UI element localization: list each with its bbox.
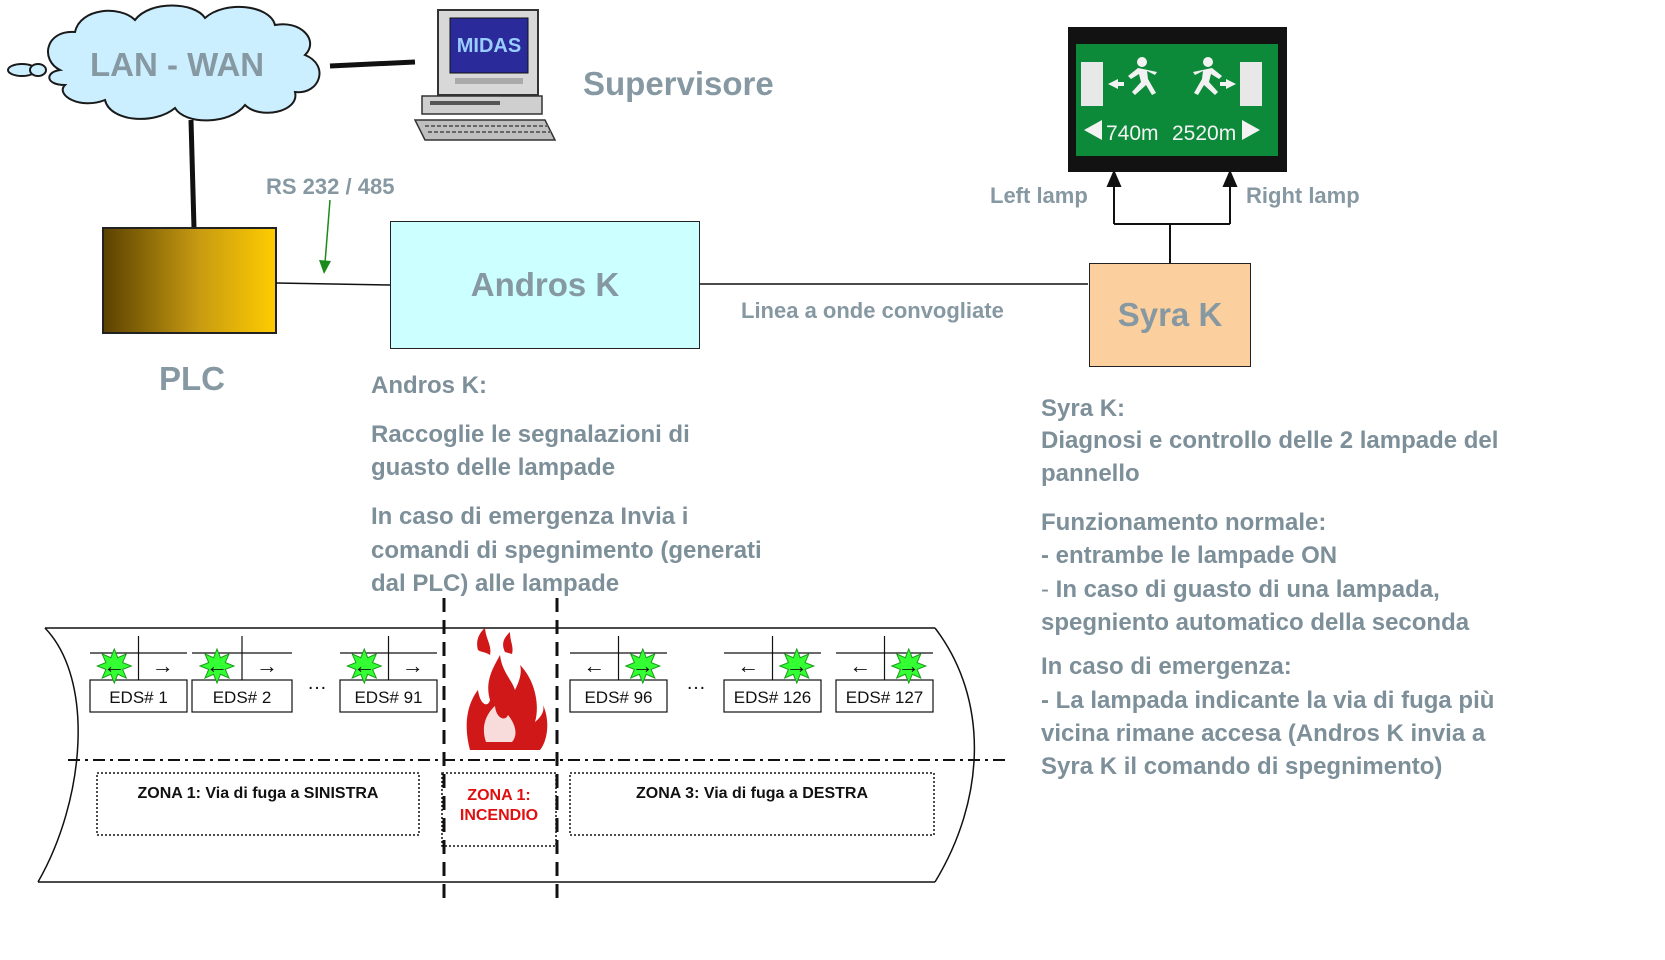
sign-left-arrow-icon [1084, 120, 1102, 140]
eds-unit: EDS# 2 ← → [191, 636, 293, 713]
syra-desc-line7: In caso di emergenza: [1041, 653, 1292, 680]
arrow-left-icon: ← [103, 653, 125, 678]
eds-unit: EDS# 126 ← → [723, 636, 822, 713]
lamp-on-icon [345, 647, 383, 685]
arrow-right-icon: → [632, 653, 654, 678]
left-lamp-label: Left lamp [990, 183, 1088, 208]
andros-desc-title: Andros K: [371, 372, 487, 399]
right-lamp-label: Right lamp [1246, 183, 1360, 208]
arrow-left-icon: ← [849, 653, 871, 678]
arrow-right-icon: → [402, 653, 424, 678]
syra-box-label: Syra K [1117, 296, 1223, 333]
lamp-on-icon [890, 647, 928, 685]
syra-desc-line6: spegniento automatico della seconda [1041, 609, 1470, 636]
syra-desc-line5-text: In caso di guasto di una lampada, [1049, 576, 1440, 603]
computer-icon: MIDAS [413, 9, 557, 141]
syra-desc-title: Syra K: [1041, 395, 1126, 422]
fire-highlight [483, 706, 516, 742]
eds-unit: EDS# 127 ← → [835, 636, 934, 713]
andros-desc-p2-line2: comandi di spegnimento (generati [371, 537, 762, 564]
eds-label-box [835, 679, 934, 713]
sign-right-arrow-icon [1242, 120, 1260, 140]
arrow-left-icon: ← [737, 653, 759, 678]
eds-units: EDS# 1←→EDS# 2←→EDS# 91←→EDS# 96←→EDS# 1… [89, 636, 934, 713]
eds-label: EDS# 2 [213, 688, 272, 707]
arrow-right-icon: → [898, 653, 920, 678]
supervisor-label: Supervisore [583, 65, 774, 102]
rs-arrow-icon [319, 199, 331, 274]
andros-desc-p2-line3: dal PLC) alle lampade [371, 570, 620, 597]
andros-desc-p1-line2: guasto delle lampade [371, 454, 616, 481]
sign-left-distance: 740m [1106, 122, 1159, 145]
cloud-label: LAN - WAN [90, 46, 265, 83]
eds-label-box [569, 679, 668, 713]
plc-andros-link [275, 282, 391, 286]
arrow-left-icon: ← [583, 653, 605, 678]
cloud-icon [7, 4, 321, 122]
plc-box [102, 227, 277, 334]
cloud-plc-link [188, 119, 197, 229]
lamp-on-icon [624, 647, 662, 685]
zone-fire-label-line2: INCENDIO [459, 807, 539, 824]
syra-desc-line2: pannello [1041, 460, 1140, 487]
zone-right-label: ZONA 3: Via di fuga a DESTRA [635, 785, 869, 802]
zone-left-label: ZONA 1: Via di fuga a SINISTRA [137, 785, 379, 802]
syra-desc-line10: Syra K il comando di spegnimento) [1041, 753, 1443, 780]
andros-desc-p1-line1: Raccoglie le segnalazioni di [371, 421, 690, 448]
eds-label: EDS# 126 [734, 688, 812, 707]
eds-label: EDS# 91 [354, 688, 422, 707]
syra-desc-line8: - La lampada indicante la via di fuga pi… [1041, 687, 1495, 714]
exit-sign: 740m 2520m [1068, 27, 1287, 172]
zone-fire-label-line1: ZONA 1: [467, 787, 531, 804]
syra-desc-line5: - In caso di guasto di una lampada, [1041, 573, 1440, 606]
eds-unit: EDS# 96 ← → [569, 636, 668, 713]
zone-fire-label: ZONA 1: INCENDIO [442, 786, 556, 826]
syra-desc-line1: Diagnosi e controllo delle 2 lampade del [1041, 427, 1499, 454]
andros-desc-p2-line1: In caso di emergenza Invia i [371, 503, 689, 530]
syra-box: Syra K [1089, 263, 1251, 367]
eds-unit: EDS# 91 ← → [339, 636, 438, 713]
zone-fire-box [441, 772, 557, 847]
running-man-left-icon [1108, 57, 1157, 95]
arrow-right-icon: → [256, 653, 278, 678]
eds-label-box [89, 679, 188, 713]
eds-label: EDS# 127 [846, 688, 924, 707]
arrow-right-icon: → [786, 653, 808, 678]
andros-box-label: Andros K [470, 266, 620, 303]
eds-label: EDS# 1 [109, 688, 168, 707]
zone-left-box [96, 772, 420, 836]
line-label: Linea a onde convogliate [741, 298, 1004, 323]
eds-label-box [339, 679, 438, 713]
ellipsis-right: … [686, 672, 706, 694]
running-man-right-icon [1193, 57, 1236, 95]
eds-label-box [191, 679, 293, 713]
lamp-on-icon [95, 647, 133, 685]
lamp-on-icon [778, 647, 816, 685]
ellipsis-left: … [307, 672, 327, 694]
plc-label: PLC [159, 360, 225, 397]
sign-right-distance: 2520m [1172, 122, 1236, 145]
eds-label-box [723, 679, 822, 713]
eds-unit: EDS# 1 ← → [89, 636, 188, 713]
arrow-left-icon: ← [353, 653, 375, 678]
cloud-computer-link [329, 59, 416, 69]
syra-desc-line9: vicina rimane accesa (Andros K invia a [1041, 720, 1486, 747]
tunnel-outline [37, 627, 976, 883]
arrow-right-icon: → [152, 653, 174, 678]
syra-desc-line3: Funzionamento normale: [1041, 509, 1327, 536]
syra-desc-line4: - entrambe le lampade ON [1041, 542, 1338, 569]
rs-label: RS 232 / 485 [266, 174, 395, 199]
andros-box: Andros K [390, 221, 700, 349]
syra-desc-line5-dash: - [1041, 576, 1049, 603]
monitor-screen-text: MIDAS [457, 35, 521, 57]
eds-label: EDS# 96 [584, 688, 652, 707]
lamp-connectors [1106, 169, 1238, 263]
zone-right-box [569, 772, 935, 836]
lamp-on-icon [198, 647, 236, 685]
arrow-left-icon: ← [206, 653, 228, 678]
